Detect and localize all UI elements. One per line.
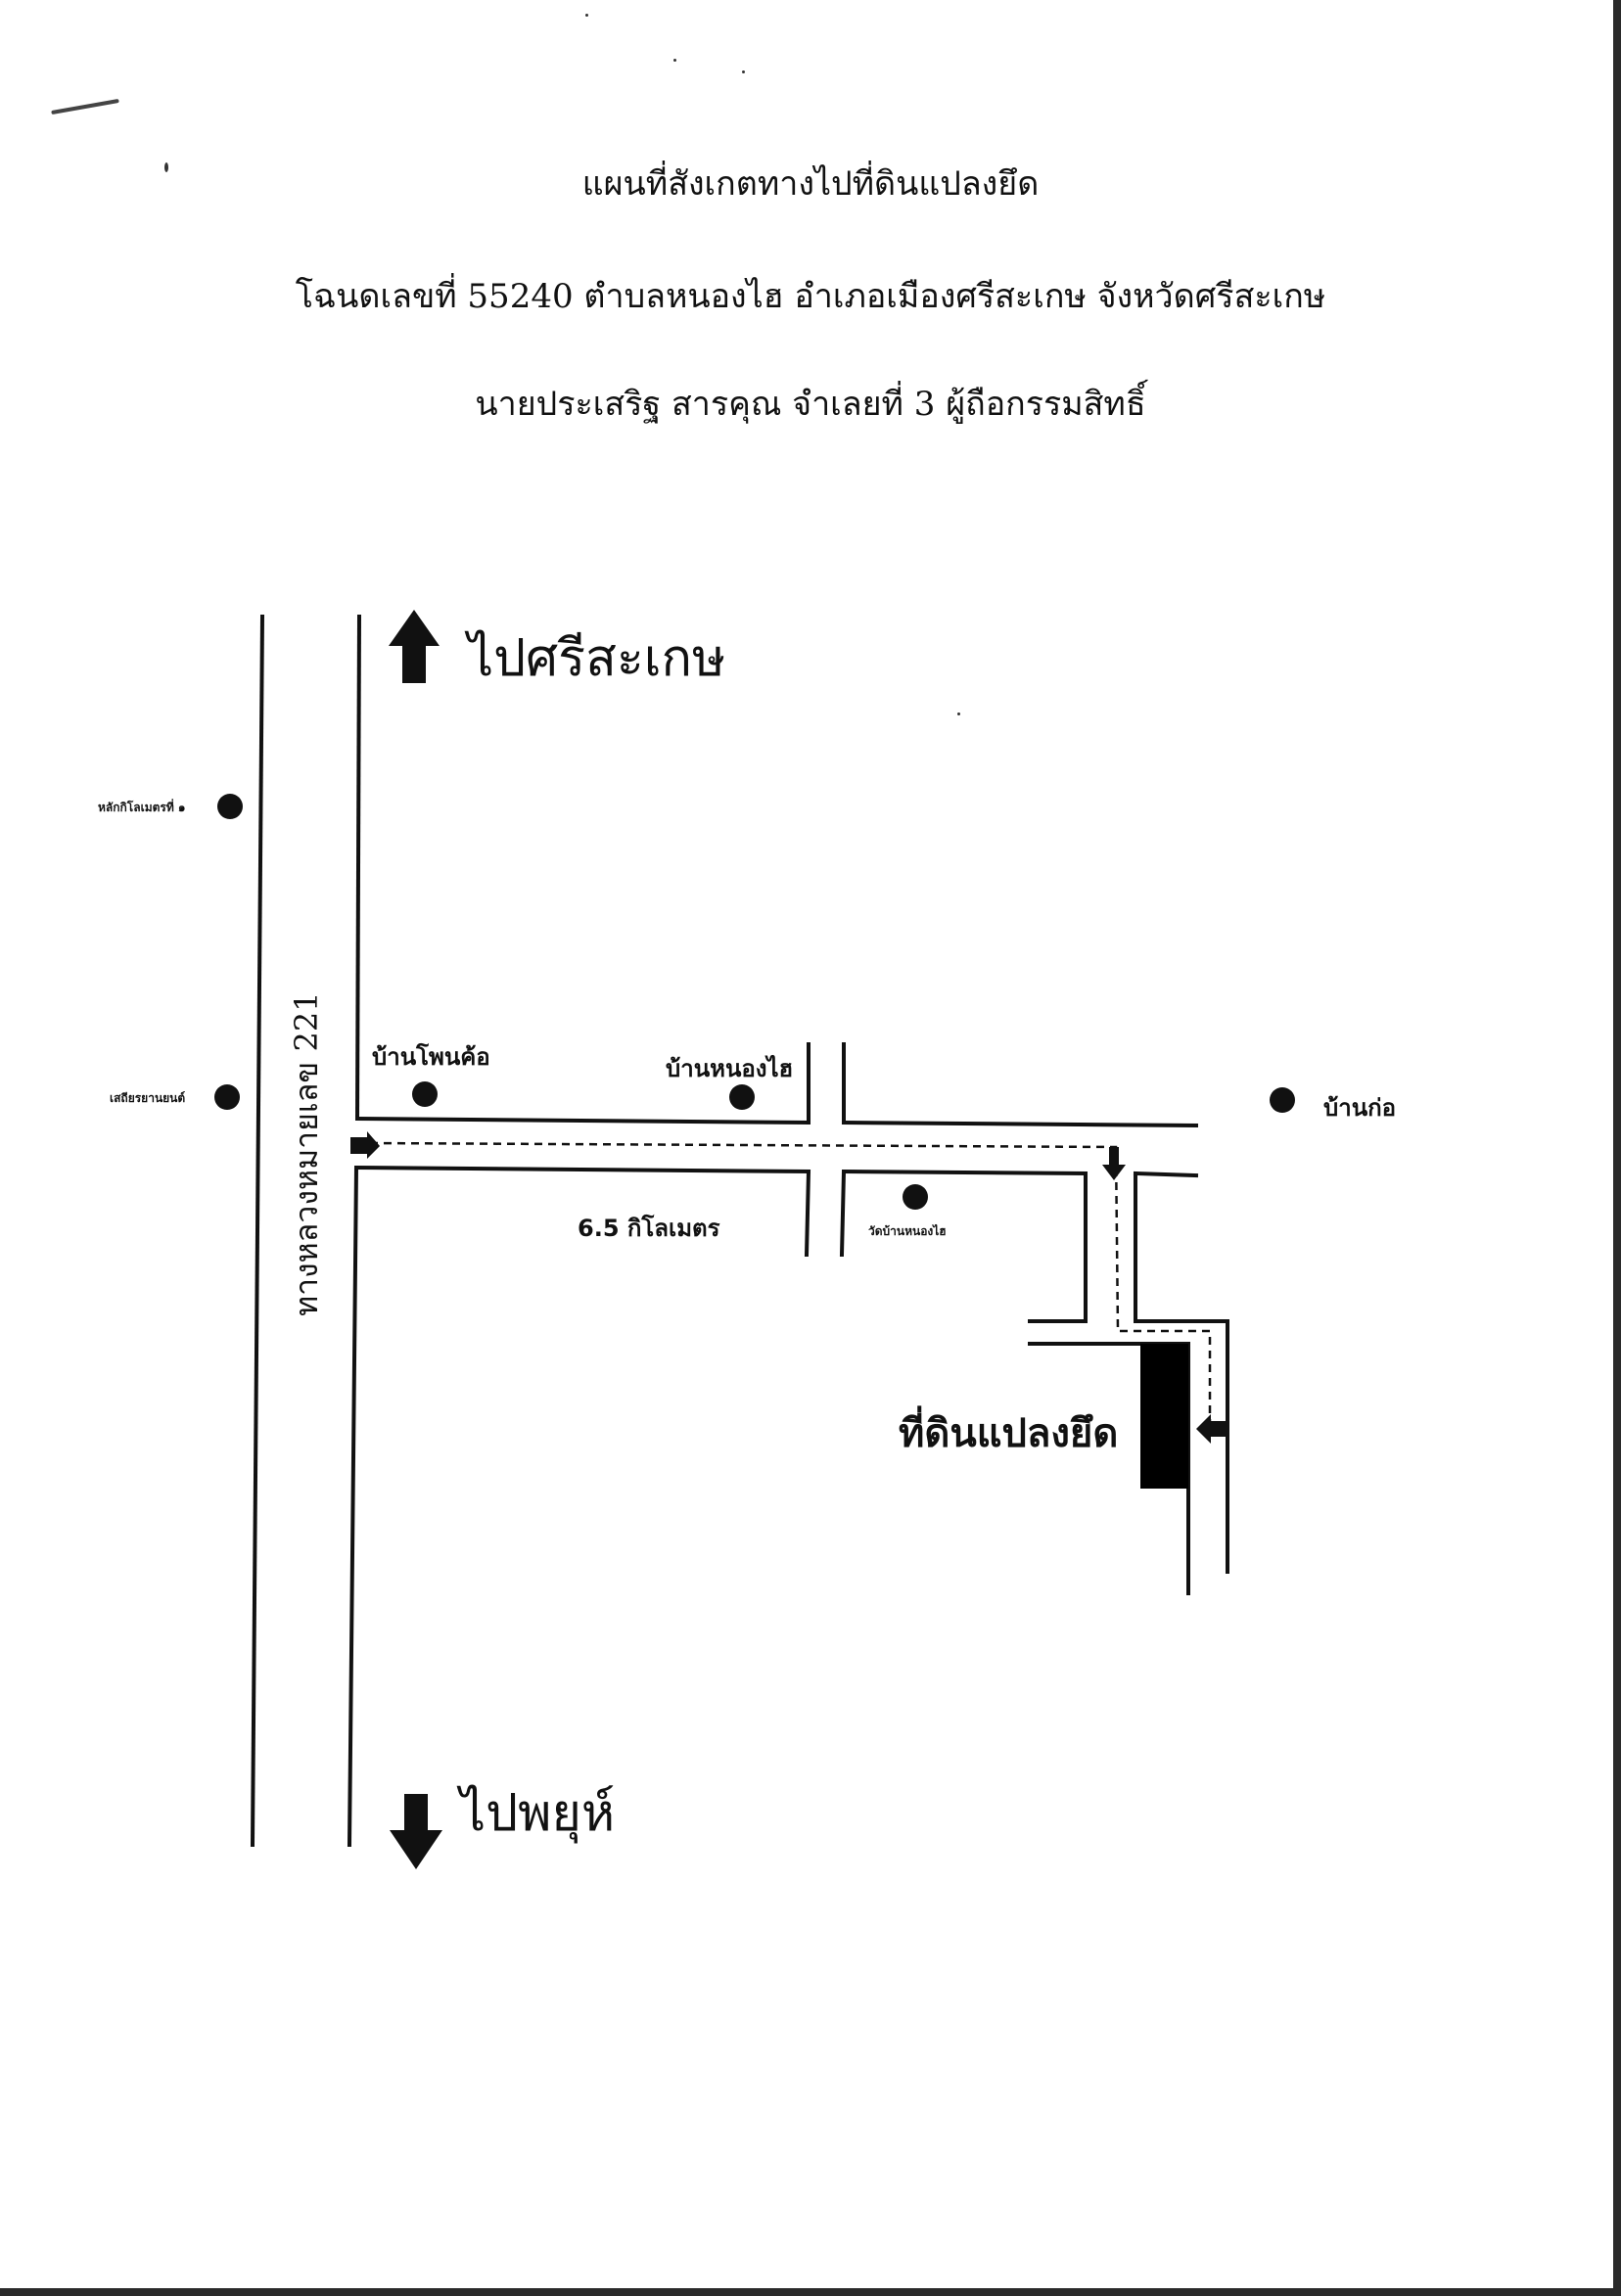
ban-nong-hai-label: บ้านหนองไฮ [666,1055,794,1082]
scan-speck [585,14,588,17]
ban-phon-kho-dot [412,1081,438,1107]
side-road-south-edge-b [841,1169,1088,1176]
scan-speck [673,59,676,62]
side-road-south-edge-c [1133,1171,1199,1178]
radio-station-dot [214,1084,240,1110]
ban-kho-dot [1270,1087,1295,1113]
km-post-label: หลักกิโลเมตรที่ ๑ [98,801,186,814]
km-post-dot [217,794,243,819]
side-road-south-edge-a [353,1165,811,1174]
ban-nong-hai-dot [729,1084,755,1110]
parcel-block [1140,1344,1188,1489]
side-road-north-edge-b [841,1120,1199,1128]
north-direction-label: ไปศรีสะเกษ [468,629,726,688]
parcel-label: ที่ดินแปลงยึด [899,1411,1119,1456]
scan-speck [742,70,745,73]
highway-edge-left [250,614,265,1848]
crossroad-south-right [839,1169,847,1258]
side-road-north-edge-a [354,1116,811,1125]
south-arrow-icon [390,1794,442,1869]
deed-info-line: โฉนดเลขที่ 55240 ตำบลหนองไฮ อำเภอเมืองศร… [295,277,1326,316]
south-direction-label: ไปพยุห์ [460,1784,616,1843]
route-turn-arrow [1102,1147,1126,1180]
scan-edge-right [1613,0,1621,2296]
route-dashed-path [369,1141,1212,1431]
owner-info-line: นายประเสริฐ สารคุณ จำเลยที่ 3 ผู้ถือกรรม… [475,385,1146,424]
route-start-arrow [350,1131,380,1159]
highway-edge-right-upper [354,614,362,1122]
highway-label: ทางหลวงหมายเลข 221 [288,991,325,1316]
highway-edge-right-lower [347,1165,359,1848]
north-arrow-icon [389,610,440,683]
distance-label: 6.5 กิโลเมตร [578,1215,720,1242]
scan-speck [164,162,168,172]
scan-edge-bottom [0,2288,1621,2296]
map-title: แผนที่สังเกตทางไปที่ดินแปลงยึด [581,164,1040,204]
parcel-entry-arrow [1196,1414,1226,1444]
radio-station-label: เสถียรยานยนต์ [110,1091,186,1105]
ban-kho-label: บ้านก่อ [1323,1094,1397,1122]
wat-ban-nong-hai-label: วัดบ้านหนองไฮ [868,1224,947,1238]
scan-speck [957,712,960,715]
crossroad-south-left [804,1169,811,1258]
ban-phon-kho-label: บ้านโพนค้อ [372,1043,490,1071]
wat-ban-nong-hai-dot [903,1184,928,1210]
